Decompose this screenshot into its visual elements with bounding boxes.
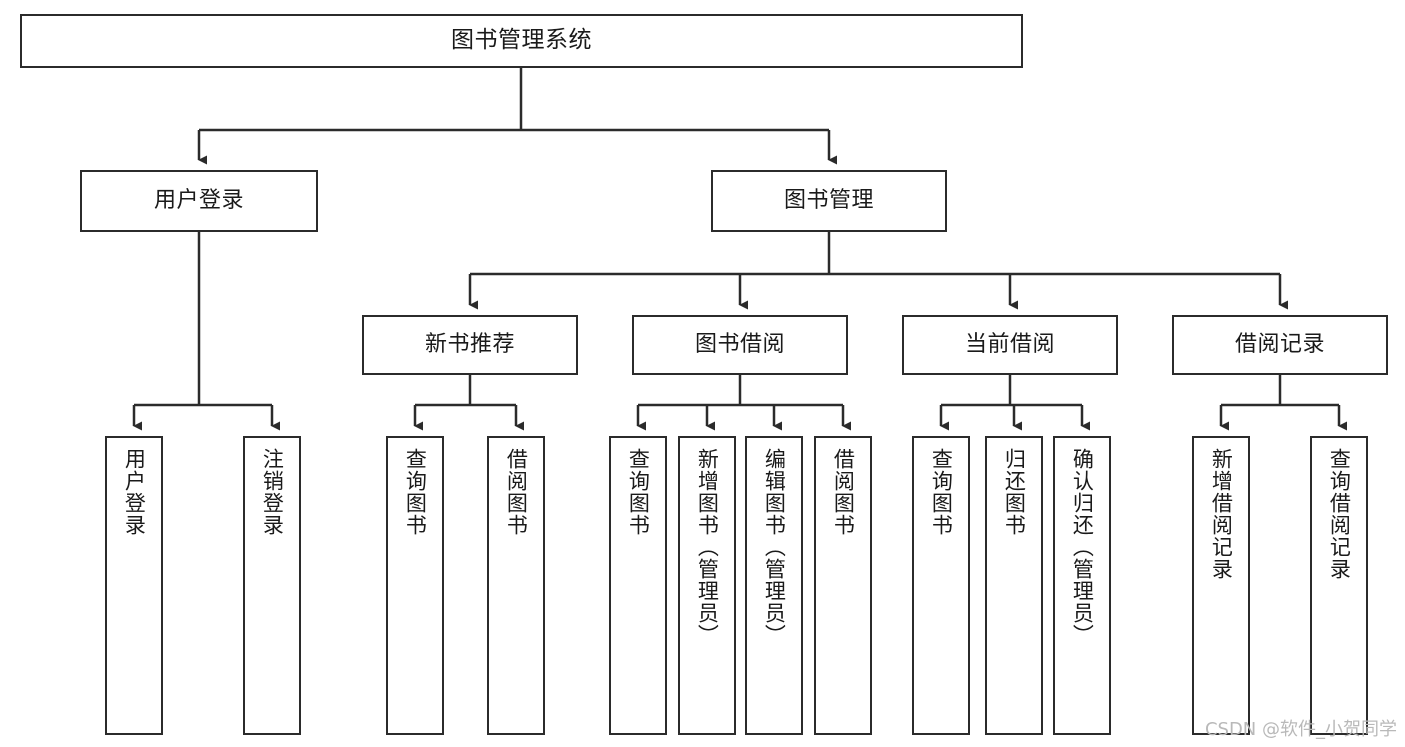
leaf-user-logout[interactable]: 注销登录 — [243, 436, 301, 735]
leaf-user-login-label: 用户登录 — [122, 448, 147, 536]
node-book-borrow-label: 图书借阅 — [694, 331, 785, 357]
leaf-add-record[interactable]: 新增借阅记录 — [1192, 436, 1250, 735]
leaf-borrow-book-rec-label: 借阅图书 — [504, 448, 529, 536]
leaf-query-record-label: 查询借阅记录 — [1327, 448, 1352, 580]
leaf-query-book-rec[interactable]: 查询图书 — [386, 436, 444, 735]
csdn-watermark: CSDN @软件_小贺同学 — [1204, 719, 1397, 740]
leaf-query-record[interactable]: 查询借阅记录 — [1310, 436, 1368, 735]
leaf-confirm-return-label: 确认归还（管理员） — [1070, 448, 1095, 646]
leaf-query-book-bor[interactable]: 查询图书 — [609, 436, 667, 735]
leaf-return-book[interactable]: 归还图书 — [985, 436, 1043, 735]
node-book-borrow[interactable]: 图书借阅 — [632, 315, 848, 375]
leaf-query-book-cur[interactable]: 查询图书 — [912, 436, 970, 735]
leaf-user-logout-label: 注销登录 — [260, 448, 285, 536]
node-new-book-rec[interactable]: 新书推荐 — [362, 315, 578, 375]
leaf-return-book-label: 归还图书 — [1002, 448, 1027, 536]
node-current-borrow-label: 当前借阅 — [964, 331, 1055, 357]
leaf-edit-book-label: 编辑图书（管理员） — [762, 448, 787, 646]
node-user-login-label: 用户登录 — [153, 187, 244, 213]
node-borrow-record-label: 借阅记录 — [1234, 331, 1325, 357]
node-book-manage[interactable]: 图书管理 — [711, 170, 947, 232]
node-root[interactable]: 图书管理系统 — [20, 14, 1023, 68]
node-new-book-rec-label: 新书推荐 — [424, 331, 515, 357]
leaf-user-login[interactable]: 用户登录 — [105, 436, 163, 735]
leaf-query-book-rec-label: 查询图书 — [403, 448, 428, 536]
leaf-add-record-label: 新增借阅记录 — [1209, 448, 1234, 580]
node-current-borrow[interactable]: 当前借阅 — [902, 315, 1118, 375]
leaf-add-book[interactable]: 新增图书（管理员） — [678, 436, 736, 735]
leaf-query-book-bor-label: 查询图书 — [626, 448, 651, 536]
leaf-borrow-book-bor[interactable]: 借阅图书 — [814, 436, 872, 735]
node-user-login[interactable]: 用户登录 — [80, 170, 318, 232]
leaf-confirm-return[interactable]: 确认归还（管理员） — [1053, 436, 1111, 735]
leaf-borrow-book-bor-label: 借阅图书 — [831, 448, 856, 536]
leaf-borrow-book-rec[interactable]: 借阅图书 — [487, 436, 545, 735]
node-root-label: 图书管理系统 — [451, 27, 592, 54]
leaf-query-book-cur-label: 查询图书 — [929, 448, 954, 536]
leaf-edit-book[interactable]: 编辑图书（管理员） — [745, 436, 803, 735]
leaf-add-book-label: 新增图书（管理员） — [695, 448, 720, 646]
node-borrow-record[interactable]: 借阅记录 — [1172, 315, 1388, 375]
node-book-manage-label: 图书管理 — [783, 187, 874, 213]
